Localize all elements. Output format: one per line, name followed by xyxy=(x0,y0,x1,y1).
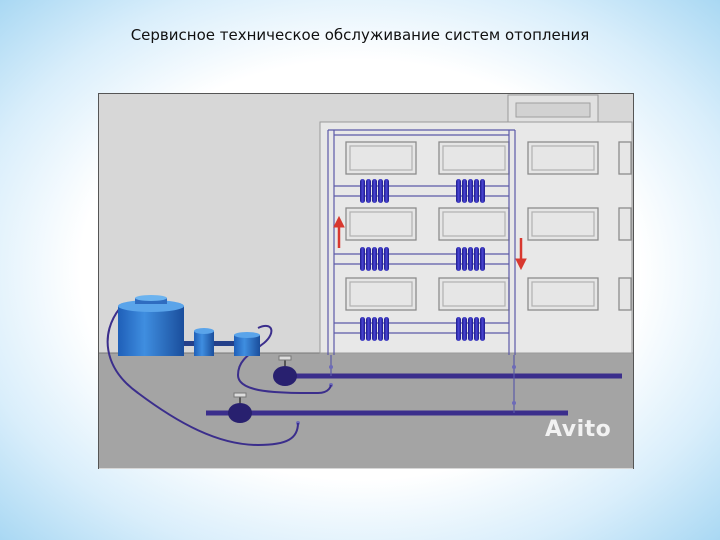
watermark: Avito xyxy=(545,417,612,442)
radiator-icon xyxy=(360,179,485,341)
service-hoses xyxy=(106,307,332,447)
windows xyxy=(345,141,632,311)
heating-system-diagram xyxy=(98,93,634,469)
supply-arrow-icon xyxy=(333,215,345,248)
pump-icon xyxy=(228,355,297,423)
water-tank-icon xyxy=(118,295,260,356)
slide-title: Сервисное техническое обслуживание систе… xyxy=(130,26,590,44)
return-arrow-icon xyxy=(515,238,527,271)
